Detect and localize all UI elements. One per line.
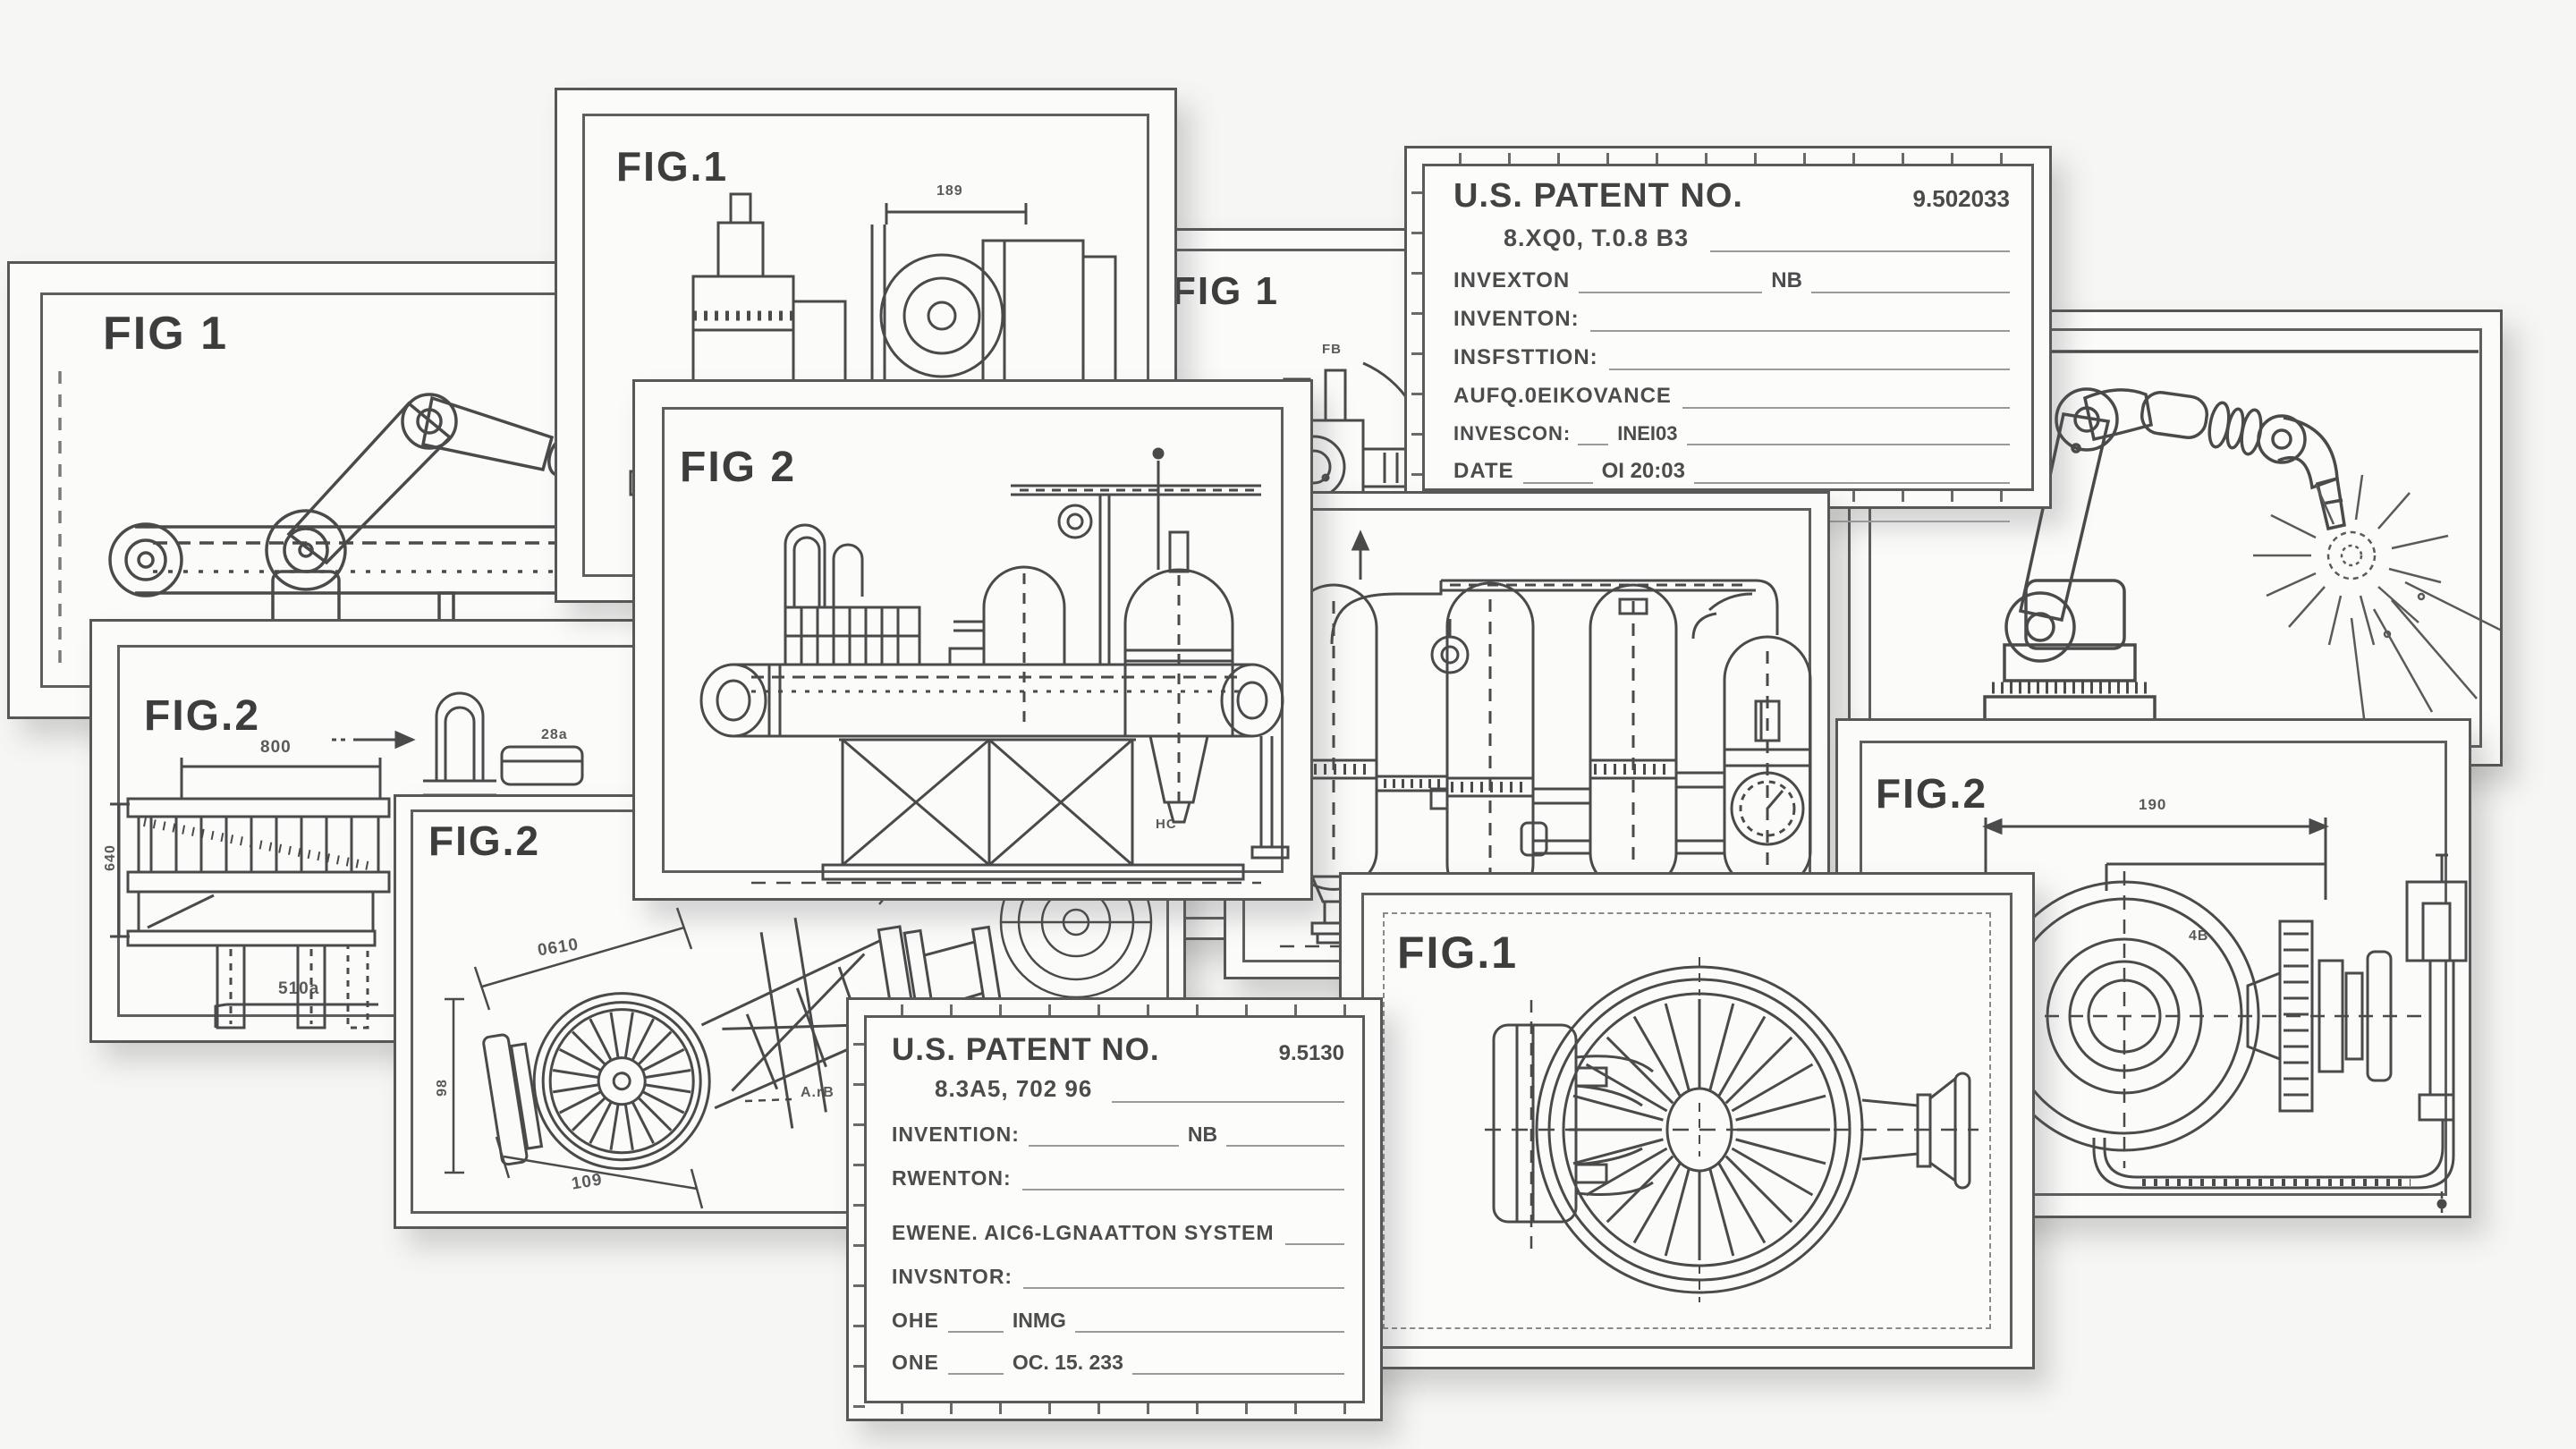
fig-label: FIG.2 — [1876, 770, 1988, 817]
ruler-ticks-top — [1412, 153, 2044, 166]
form-row-value: OI 20:03 — [1601, 459, 1685, 483]
part-label: A.rB — [801, 1085, 835, 1100]
dim-top: 190 — [2139, 796, 2167, 813]
form-row-label: INSFSTTION: — [1453, 345, 1598, 369]
form-frame — [1422, 164, 2034, 491]
ruler-ticks-bottom — [854, 1401, 1375, 1414]
form-row-value: INEI03 — [1617, 422, 1678, 445]
patent-title: U.S. PATENT NO. — [1453, 177, 1743, 215]
form-row-label: OHE — [892, 1309, 939, 1332]
turbine-drawing — [1485, 957, 1979, 1302]
patent-title: U.S. PATENT NO. — [892, 1032, 1160, 1067]
fig-label: FIG 1 — [1172, 269, 1280, 313]
sheet-fig2-plant: FIG 2 HC — [632, 379, 1313, 901]
form-row-label: ONE — [892, 1351, 939, 1374]
dim-top: 189 — [936, 183, 963, 199]
form-row-label: INVEXTON — [1453, 268, 1571, 292]
fig-label: FIG.2 — [144, 692, 261, 740]
part-label: 4B — [2189, 928, 2209, 944]
form-row-value: NB — [1771, 268, 1802, 292]
patent-number: 9.502033 — [1912, 185, 2010, 212]
form-row-label: INVSNTOR: — [892, 1265, 1013, 1288]
part-label: 28a — [541, 727, 568, 742]
sheet-fig1-turbine: FIG.1 — [1339, 872, 2035, 1369]
ruler-ticks-top — [854, 1004, 1375, 1018]
fig-label: FIG 1 — [103, 308, 229, 360]
patent-subtitle: 8.XQ0, T.0.8 B3 — [1504, 225, 1690, 251]
form-row-label: EWENE. AIC6-LGNAATTON SYSTEM — [892, 1221, 1275, 1244]
patent-form-top: U.S. PATENT NO. 9.502033 8.XQ0, T.0.8 B3… — [1404, 146, 2052, 522]
part-label: FB — [1322, 342, 1342, 357]
fig-label: FIG.1 — [1397, 928, 1519, 978]
volute-drawing — [1972, 818, 2468, 1216]
ruler-ticks-left — [1411, 154, 1423, 501]
fig-label: FIG 2 — [680, 444, 797, 491]
ruler-ticks-left — [853, 1005, 865, 1413]
form-frame — [864, 1015, 1365, 1403]
form-row-label: DATE — [1453, 459, 1514, 483]
fig-label: FIG.1 — [616, 143, 729, 190]
patent-subtitle: 8.3A5, 702 96 — [935, 1075, 1093, 1102]
form-row-label: INVENTON: — [1453, 307, 1580, 331]
form-row-label: INVESCON: — [1453, 422, 1572, 445]
plant-drawing — [699, 447, 1290, 885]
form-row-value: NB — [1187, 1123, 1218, 1146]
form-row-value: OC. 15. 233 — [1012, 1351, 1123, 1374]
patent-number: 9.5130 — [1278, 1041, 1344, 1065]
dim-top: 800 — [260, 738, 292, 757]
fig-label: FIG.2 — [428, 818, 541, 864]
form-row-label: AUFQ.0EIKOVANCE — [1453, 384, 1672, 408]
form-row-label: INVENTION: — [892, 1123, 1020, 1146]
form-row-value: INMG — [1012, 1309, 1066, 1332]
patent-form-bottom: U.S. PATENT NO. 9.5130 8.3A5, 702 96 INV… — [846, 997, 1383, 1421]
form-row-label: RWENTON: — [892, 1166, 1012, 1190]
